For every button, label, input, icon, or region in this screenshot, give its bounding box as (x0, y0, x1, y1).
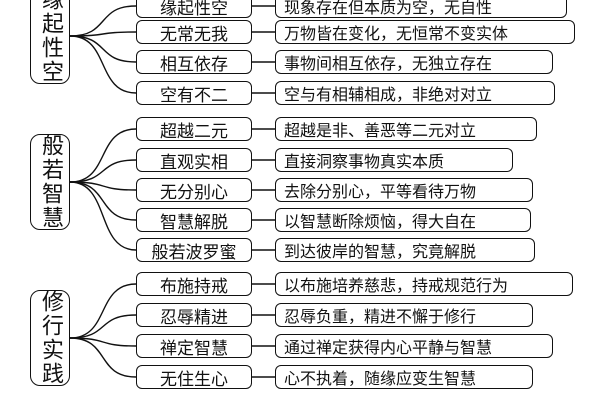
category-branch-line (69, 283, 137, 339)
description-box: 以智慧断除烦恼，得大自在 (275, 208, 531, 232)
category-branch-line (69, 337, 137, 347)
term-box: 布施持戒 (136, 272, 252, 297)
category-branch-line (69, 5, 137, 37)
description-box: 直接洞察事物真实本质 (275, 148, 513, 172)
category-branch-line (69, 181, 137, 221)
term-box: 般若波罗蜜 (136, 238, 252, 263)
description-box: 事物间相互依存，无独立存在 (275, 50, 553, 74)
description-box: 通过禅定获得内心平静与智慧 (275, 334, 553, 358)
description-box: 忍辱负重，精进不懈于修行 (275, 303, 533, 327)
category-branch-line (69, 35, 137, 63)
term-box: 空有不二 (136, 81, 252, 106)
description-box: 到达彼岸的智慧，究竟解脱 (275, 238, 535, 262)
term-box: 无住生心 (136, 365, 252, 390)
category-branch-line (69, 181, 137, 191)
category-branch-line (69, 314, 137, 339)
description-box: 现象存在但本质为空，无自性 (275, 0, 567, 18)
description-box: 空与有相辅相成，非绝对对立 (275, 81, 555, 105)
category-branch-line (69, 181, 137, 251)
term-box: 智慧解脱 (136, 208, 252, 233)
category-branch-line (69, 31, 137, 37)
description-box: 以布施培养慈悲，持戒规范行为 (275, 272, 573, 296)
term-box: 无分别心 (136, 178, 252, 203)
category-branch-line (69, 159, 137, 183)
category-branch-line (69, 337, 137, 378)
term-box: 相互依存 (136, 50, 252, 75)
term-box: 无常无我 (136, 20, 252, 45)
description-box: 万物皆在变化，无恒常不变实体 (275, 20, 575, 44)
term-box: 超越二元 (136, 117, 252, 142)
description-box: 去除分别心，平等看待万物 (275, 178, 533, 202)
category-branch-line (69, 35, 137, 94)
category-branch-line (69, 128, 137, 183)
term-box: 忍辱精进 (136, 303, 252, 328)
category-box: 缘起性空 (30, 0, 70, 84)
description-box: 超越是非、善恶等二元对立 (275, 117, 537, 141)
term-box: 直观实相 (136, 148, 252, 173)
term-box: 禅定智慧 (136, 334, 252, 359)
description-box: 心不执着，随缘应变生智慧 (275, 365, 533, 389)
category-box: 般若智慧 (30, 134, 70, 230)
category-box: 修行实践 (30, 290, 70, 386)
term-box: 缘起性空 (136, 0, 252, 19)
